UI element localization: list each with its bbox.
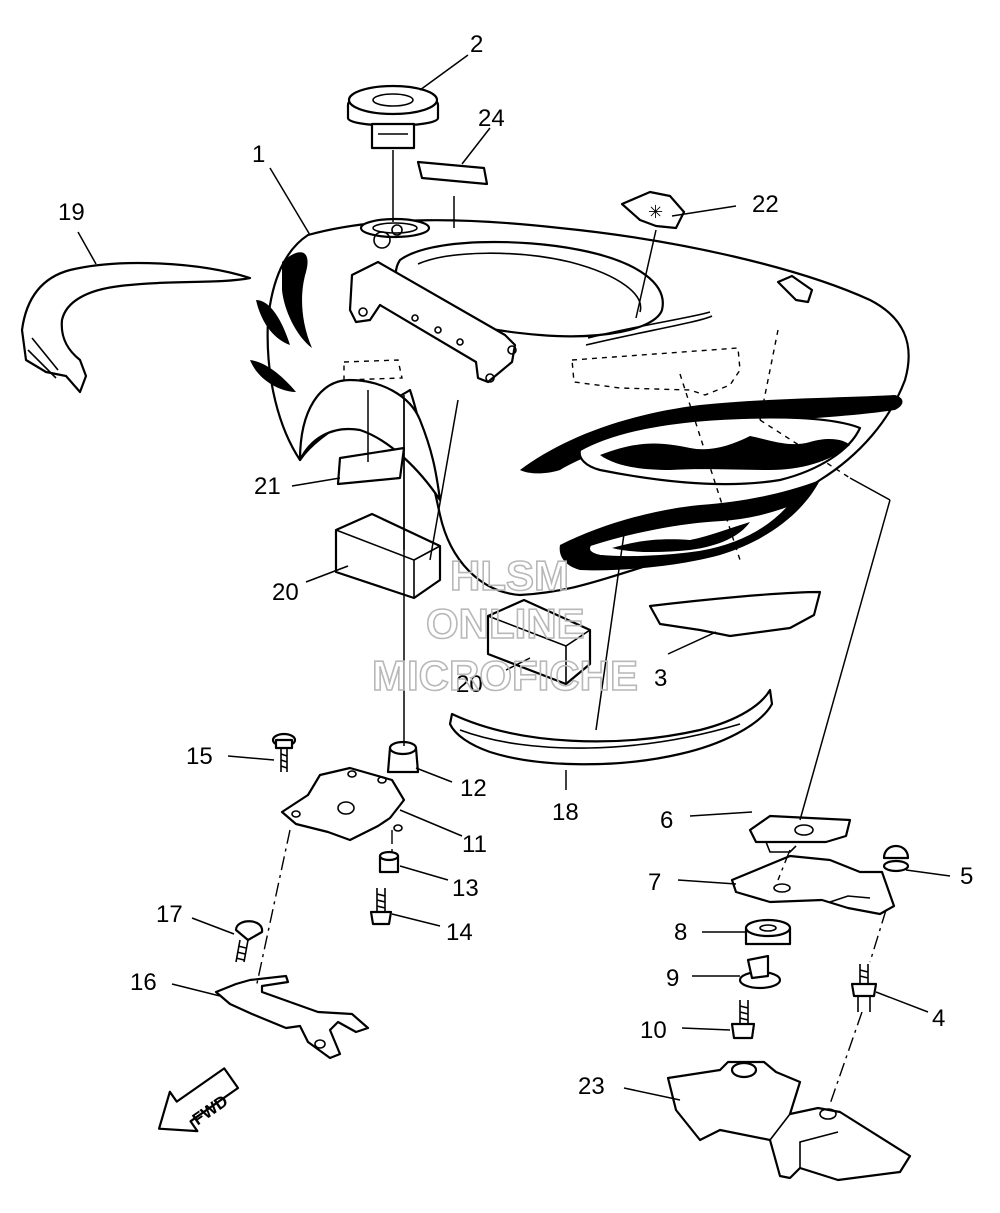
callout-5: 5 [960,863,973,890]
fwd-arrow-icon [157,1067,240,1133]
callout-17: 17 [156,901,183,928]
callout-7: 7 [648,869,661,896]
svg-text:✳: ✳ [648,202,663,223]
bracket-7[interactable] [730,854,896,916]
trim-strip-18[interactable] [448,688,774,766]
callout-20-right: 20 [456,671,483,698]
watermark-line-1: HLSM [450,552,569,599]
callout-8: 8 [674,919,687,946]
callout-16: 16 [130,969,157,996]
callout-1: 1 [252,141,265,168]
washer-8[interactable] [744,918,792,946]
nut-5[interactable] [882,844,910,873]
callout-22: 22 [752,191,779,218]
damper-plate-21[interactable] [336,446,406,486]
emblem[interactable]: ✳ [620,190,686,230]
callout-2: 2 [470,31,483,58]
callout-21: 21 [254,473,281,500]
bracket-23[interactable] [666,1060,912,1182]
bolt-14[interactable] [369,888,393,926]
callout-13: 13 [452,875,479,902]
watermark-line-3: MICROFICHE [372,652,638,699]
callout-11: 11 [462,831,487,858]
callout-9: 9 [666,965,679,992]
tank-rear-band[interactable] [20,261,252,394]
callout-3: 3 [654,665,667,692]
stud-4[interactable] [850,964,878,1012]
collar-9[interactable] [738,954,782,990]
callout-6: 6 [660,807,673,834]
bolt-15[interactable] [271,732,297,772]
callout-4: 4 [932,1005,945,1032]
bolt-10[interactable] [730,1000,756,1040]
callout-24: 24 [478,105,505,132]
bracket-16[interactable] [214,974,370,1060]
collar-13[interactable] [378,850,400,874]
fuel-cap[interactable] [346,84,440,150]
damper-block-20-left[interactable] [334,512,442,600]
bracket-11[interactable] [280,766,406,842]
damper-block-20-right[interactable] [486,598,592,686]
callout-23: 23 [578,1073,605,1100]
label-24[interactable] [416,160,489,186]
watermark-line-2: ONLINE [426,600,585,647]
callout-18: 18 [552,799,579,826]
callout-12: 12 [460,775,487,802]
side-cover-3[interactable] [648,590,822,638]
callout-14: 14 [446,919,473,946]
callout-19: 19 [58,199,85,226]
damper-6[interactable] [748,814,852,853]
grommet-12[interactable] [386,740,420,774]
fuel-tank[interactable] [250,217,910,597]
callout-20-left: 20 [272,579,299,606]
bolt-17[interactable] [234,920,264,963]
callout-10: 10 [640,1017,667,1044]
callout-15: 15 [186,743,213,770]
